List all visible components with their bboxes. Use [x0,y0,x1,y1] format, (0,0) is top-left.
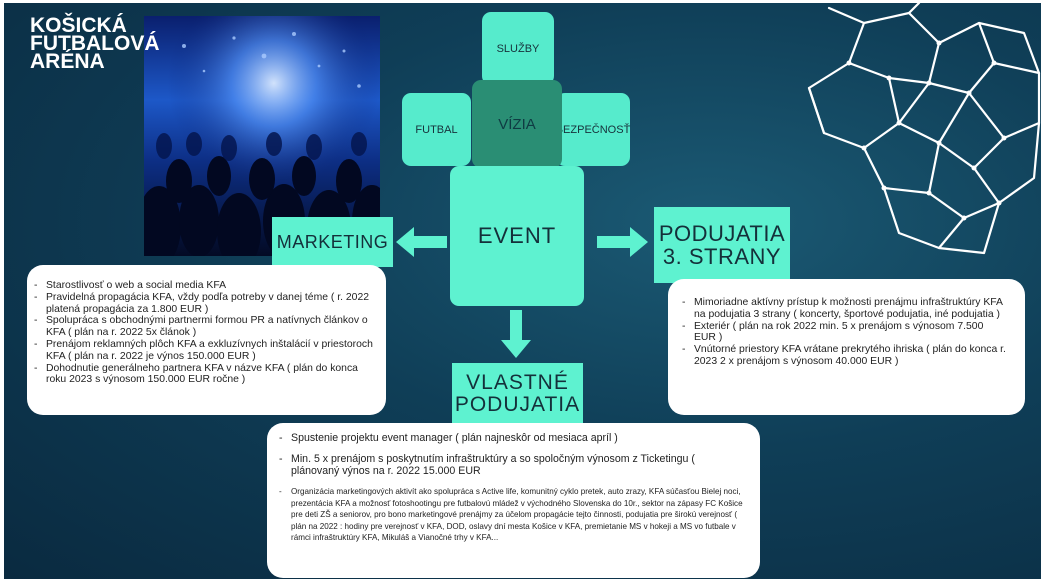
marketing-item: Spolupráca s obchodnými partnermi formou… [34,315,374,339]
vlastne-podujatia-card: Spustenie projektu event manager ( plán … [267,423,760,578]
branch-vlastne-podujatia: VLASTNÉ PODUJATIA [452,363,583,424]
branch-vlastne-line-2: PODUJATIA [454,392,581,416]
vlastne-item: Min. 5 x prenájom s poskytnutím infraštr… [279,453,744,477]
tile-futbal-label: FUTBAL [415,123,458,136]
branch-podujatia-3-strany: PODUJATIA 3. STRANY [654,207,790,283]
logo-line-3: ARÉNA [30,50,105,73]
branch-vlastne-line-1: VLASTNÉ [466,370,569,394]
branch-podujatia-line-1: PODUJATIA [658,221,786,246]
tile-futbal: FUTBAL [402,93,471,166]
logo-line-2: FUTBALOVÁ [30,32,160,55]
kfa-logo: KOŠICKÁ FUTBALOVÁ ARÉNA [30,14,160,73]
marketing-list: Starostlivosť o web a social media KFA P… [27,265,386,386]
podujatia-card: Mimoriadne aktívny prístup k možnosti pr… [668,279,1025,415]
podujatia-item: Vnútorné priestory KFA vrátane prekrytéh… [682,344,1007,368]
vlastne-item: Spustenie projektu event manager ( plán … [279,432,744,444]
logo-line-1: KOŠICKÁ [30,14,127,37]
tile-bezpecnost: BEZPEČNOSŤ [556,93,630,166]
arrow-right-icon [597,227,648,257]
tile-event-label: EVENT [477,223,557,248]
marketing-card: Starostlivosť o web a social media KFA P… [27,265,386,415]
podujatia-list: Mimoriadne aktívny prístup k možnosti pr… [668,279,1025,368]
branch-marketing-label: MARKETING [276,231,389,252]
tile-bezpecnost-label: BEZPEČNOSŤ [555,123,631,136]
branch-podujatia-line-2: 3. STRANY [662,244,782,269]
marketing-item: Prenájom reklamných plôch KFA a exkluzív… [34,339,374,363]
tile-vizia-label: VÍZIA [498,115,536,133]
podujatia-item: Mimoriadne aktívny prístup k možnosti pr… [682,297,1007,321]
tile-sluzby-label: SLUŽBY [496,42,540,55]
tile-vizia: VÍZIA [472,80,562,168]
podujatia-item: Exteriér ( plán na rok 2022 min. 5 x pre… [682,321,1007,345]
tile-sluzby: SLUŽBY [482,12,554,85]
marketing-item: Pravidelná propagácia KFA, vždy podľa po… [34,292,374,316]
football-net-decoration [807,3,1041,255]
marketing-item: Dohodnutie generálneho partnera KFA v ná… [34,363,374,387]
arrow-down-icon [501,310,531,358]
vlastne-item: Organizácia marketingových aktivít ako s… [279,486,744,544]
tile-event: EVENT [450,166,584,306]
marketing-item: Starostlivosť o web a social media KFA [34,280,374,292]
vlastne-list: Spustenie projektu event manager ( plán … [267,423,760,544]
arrow-left-icon [396,227,447,257]
slide: KOŠICKÁ FUTBALOVÁ ARÉNA [4,3,1041,579]
branch-marketing: MARKETING [272,217,393,267]
